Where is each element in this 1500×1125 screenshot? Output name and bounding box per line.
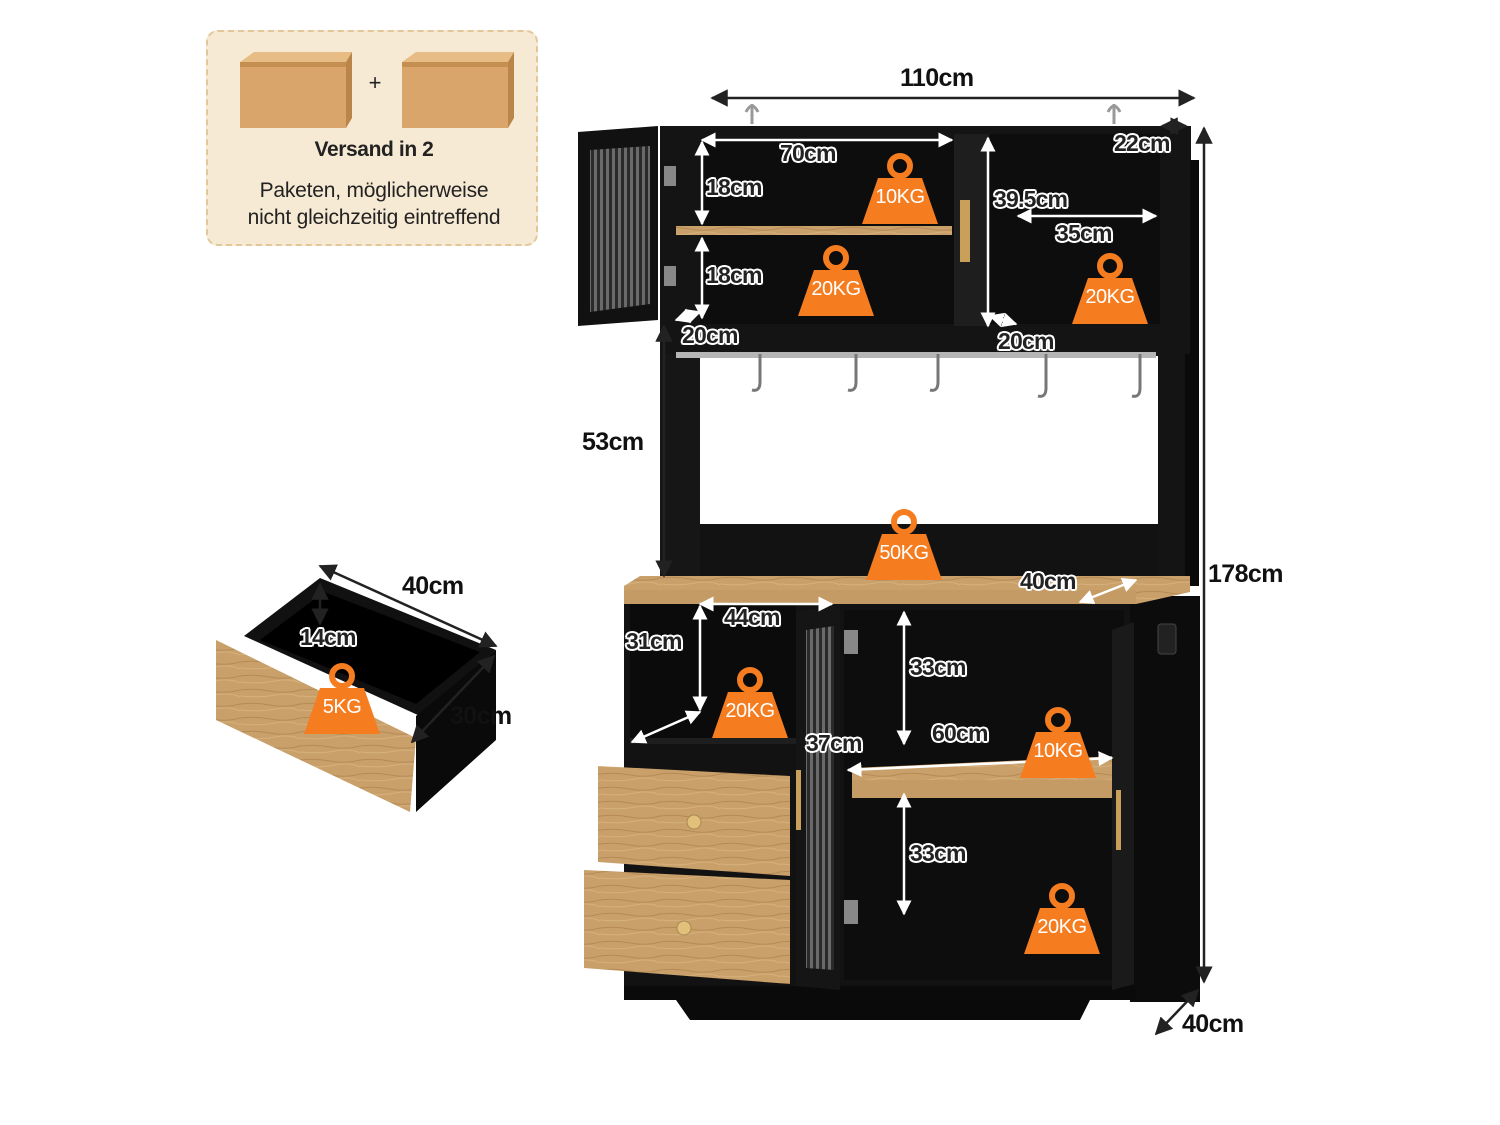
weight-icon: 20KG [1070,252,1150,326]
lower-left-height-label: 31cm [626,628,682,654]
dimension-arrows [311,89,1213,1036]
lower-shelf-width-label: 60cm [932,720,988,746]
weight-label: 20KG [1037,916,1087,938]
drawer-depth-label: 30cm [450,702,512,730]
weight-icon: 20KG [710,666,790,740]
package-box-icon [396,50,514,132]
lower-right-height-label: 33cm [910,840,966,866]
weight-icon: 5KG [302,662,382,736]
top-depth-label: 22cm [1114,130,1170,156]
weight-label: 20KG [1085,286,1135,308]
plus-sign: + [368,70,382,95]
weight-icon: 10KG [860,152,940,226]
shelf-height-label: 18cm [706,262,762,288]
weight-icon: 10KG [1018,706,1098,780]
lower-left-width-label: 44cm [724,604,780,630]
open-height-label: 53cm [582,428,644,456]
shelf-height-label: 18cm [706,174,762,200]
shipping-title: Versand in 2 [314,138,434,161]
depth-label: 40cm [1182,1010,1244,1038]
weight-label: 20KG [811,278,861,300]
shipping-note: Paketen, möglicherweise nicht gleichzeit… [208,177,540,231]
weight-label: 10KG [875,186,925,208]
left-cabinet-depth-label: 20cm [682,322,738,348]
weight-label: 20KG [725,700,775,722]
width-label: 110cm [900,64,974,92]
shipping-note-line: Paketen, möglicherweise [259,179,489,202]
counter-depth-label: 40cm [1020,568,1076,594]
lower-right-height-label: 33cm [910,654,966,680]
right-cabinet-height-label: 39.5cm [994,186,1068,212]
drawer-width-label: 40cm [402,572,464,600]
weight-label: 50KG [879,542,929,564]
weight-label: 10KG [1033,740,1083,762]
shipping-note-line: nicht gleichzeitig eintreffend [247,206,501,229]
weight-icon: 20KG [796,244,876,318]
package-box-icon [234,50,352,132]
right-cabinet-width-label: 35cm [1056,220,1112,246]
weight-label: 5KG [322,696,362,718]
right-cabinet-depth-label: 20cm [998,328,1054,354]
drawer-height-label: 14cm [300,624,356,650]
shelf-width-label: 70cm [780,140,836,166]
hutch [578,104,1199,586]
lower-cabinet [584,576,1200,1020]
weight-icon: 20KG [1022,882,1102,956]
weight-icon: 50KG [864,508,944,582]
lower-door-height-label: 37cm [806,730,862,756]
shipping-info-box: + Versand in 2 Paketen, möglicherweise n… [206,30,538,246]
height-label: 178cm [1208,560,1283,588]
